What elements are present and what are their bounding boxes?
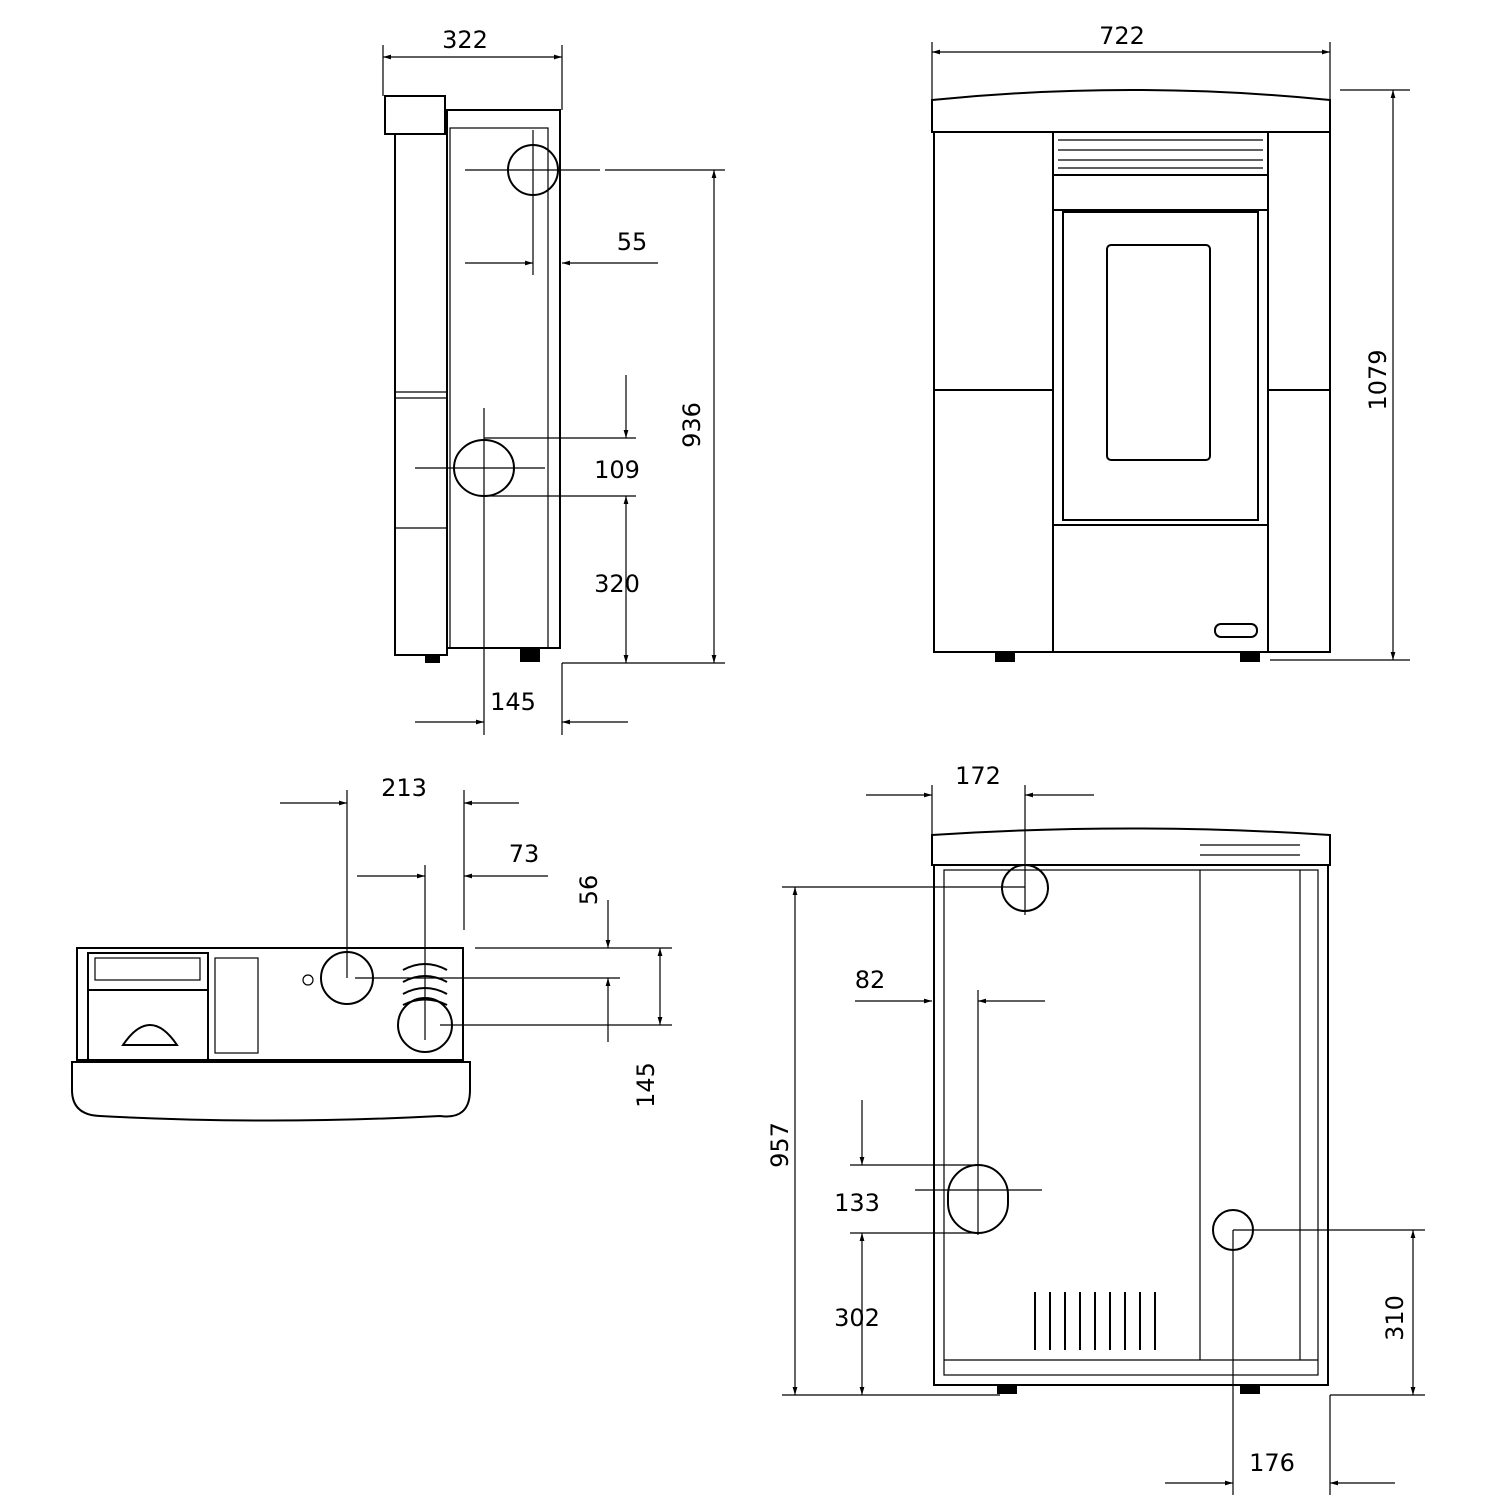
dim-side-flue-height: 936 [678, 402, 706, 448]
dim-rear-flue-from-side: 172 [955, 762, 1001, 790]
dim-top-flue-from-side: 213 [381, 774, 427, 802]
dim-top-inlet-from-side: 73 [509, 840, 540, 868]
dim-rear-inlet-height: 302 [834, 1304, 880, 1332]
vent-mesh [214, 957, 259, 1054]
dim-top-flue-from-back: 56 [575, 875, 603, 906]
top-view: 213 73 56 145 [71, 774, 672, 1122]
rear-vent-slots [1034, 1292, 1156, 1350]
dim-front-width: 722 [1099, 22, 1145, 50]
stove-door [1062, 211, 1259, 521]
dim-rear-inlet-diameter: 133 [834, 1189, 880, 1217]
dim-side-inlet-offset: 145 [490, 688, 536, 716]
hopper-handle [121, 1024, 179, 1046]
rear-top-grille [1200, 844, 1300, 856]
dim-top-inlet-from-back: 145 [632, 1062, 660, 1108]
door-glass [1106, 244, 1211, 461]
dim-rear-air-inlet-from-side: 176 [1249, 1449, 1295, 1477]
dim-side-width: 322 [442, 26, 488, 54]
top-grille [1058, 139, 1263, 169]
dim-side-flue-offset: 55 [617, 228, 648, 256]
dim-front-height: 1079 [1364, 349, 1392, 410]
front-view: 722 1079 [931, 22, 1410, 662]
dim-side-inlet-height: 320 [594, 570, 640, 598]
rear-view: 172 82 957 133 302 310 176 [766, 762, 1425, 1495]
dim-rear-flue-height: 957 [766, 1122, 794, 1168]
brand-logo [1214, 623, 1258, 638]
dim-rear-inlet-from-side: 82 [855, 966, 886, 994]
side-view: 322 55 936 109 320 145 [382, 26, 725, 735]
dim-rear-air-inlet-height: 310 [1381, 1295, 1409, 1341]
dim-side-inlet-diameter: 109 [594, 456, 640, 484]
